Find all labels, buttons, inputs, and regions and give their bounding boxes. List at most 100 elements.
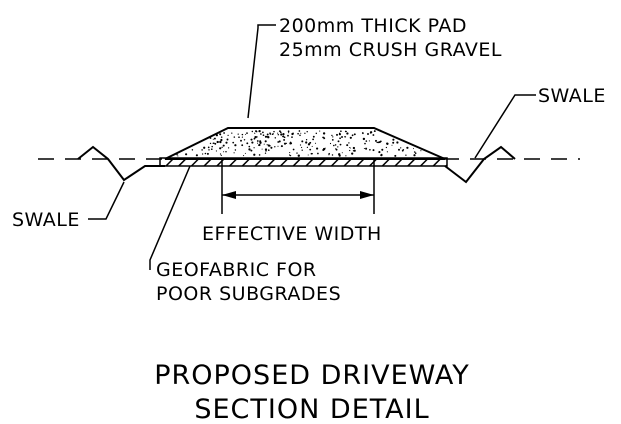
gravel-dot bbox=[314, 142, 317, 144]
gravel-dot bbox=[233, 152, 235, 154]
gravel-dot bbox=[338, 132, 341, 135]
gravel-dot bbox=[219, 133, 222, 136]
gravel-dot bbox=[405, 154, 407, 156]
gravel-dot bbox=[283, 136, 286, 139]
geofabric-layer bbox=[159, 157, 448, 167]
gravel-dot bbox=[291, 136, 293, 138]
gravel-dot bbox=[203, 146, 206, 149]
gravel-dot bbox=[341, 136, 343, 138]
gravel-dot bbox=[287, 130, 290, 133]
gravel-dot bbox=[206, 152, 209, 155]
gravel-dot bbox=[201, 153, 204, 155]
gravel-dot bbox=[267, 136, 270, 139]
gravel-dot bbox=[351, 152, 354, 155]
gravel-dot bbox=[353, 149, 356, 152]
gravel-dot bbox=[279, 131, 282, 134]
gravel-dot bbox=[280, 145, 283, 148]
gravel-dot bbox=[352, 146, 356, 150]
gravel-dot bbox=[346, 144, 349, 147]
gravel-dot bbox=[324, 147, 326, 149]
right-swale-profile bbox=[444, 145, 516, 184]
gravel-dot bbox=[331, 139, 334, 141]
gravel-dot bbox=[209, 137, 212, 139]
gravel-dot bbox=[301, 146, 303, 149]
gravel-dot bbox=[334, 144, 337, 146]
gravel-dot bbox=[306, 146, 309, 149]
gravel-dot bbox=[262, 134, 265, 137]
gravel-dot bbox=[362, 137, 366, 141]
gravel-dot bbox=[220, 154, 222, 156]
gravel-dot bbox=[376, 141, 378, 144]
gravel-dot bbox=[331, 134, 333, 137]
gravel-dot bbox=[273, 130, 275, 133]
gravel-dot bbox=[246, 142, 249, 145]
gravel-dot bbox=[243, 139, 246, 141]
gravel-dot bbox=[362, 132, 364, 135]
gravel-dot bbox=[345, 130, 348, 132]
gravel-dot bbox=[271, 133, 274, 136]
gravel-dot bbox=[392, 138, 395, 141]
gravel-dot bbox=[215, 150, 217, 152]
gravel-dot bbox=[307, 143, 311, 146]
gravel-dot bbox=[353, 133, 356, 136]
gravel-dot bbox=[329, 142, 332, 145]
gravel-dot bbox=[277, 141, 280, 143]
gravel-dot bbox=[339, 137, 341, 140]
gravel-dot bbox=[315, 132, 318, 135]
gravel-dot bbox=[391, 144, 393, 146]
gravel-dot bbox=[177, 155, 179, 157]
gravel-dot bbox=[287, 134, 289, 137]
gravel-dot bbox=[220, 136, 223, 138]
gravel-dot bbox=[264, 148, 268, 151]
gravel-dot bbox=[396, 141, 399, 144]
gravel-dot bbox=[290, 141, 292, 144]
swale-right-label: SWALE bbox=[538, 85, 606, 107]
gravel-dot bbox=[253, 147, 255, 149]
gravel-dot bbox=[277, 132, 279, 134]
gravel-dot bbox=[232, 141, 235, 144]
gravel-dot bbox=[278, 140, 281, 143]
gravel-dot bbox=[414, 152, 417, 154]
gravel-dot bbox=[344, 136, 346, 138]
gravel-dot bbox=[304, 132, 306, 134]
gravel-dot bbox=[349, 149, 351, 152]
gravel-dot bbox=[373, 130, 376, 133]
gravel-dot bbox=[191, 149, 194, 151]
gravel-dot bbox=[368, 140, 370, 142]
gravel-dot bbox=[322, 148, 325, 152]
gravel-dot bbox=[349, 136, 352, 139]
gravel-dot bbox=[337, 146, 339, 148]
gravel-dot bbox=[227, 147, 230, 149]
gravel-dot bbox=[219, 153, 222, 155]
gravel-dot bbox=[267, 149, 270, 151]
gravel-dot bbox=[377, 141, 380, 144]
gravel-dot bbox=[274, 137, 277, 139]
gravel-dot bbox=[241, 144, 244, 147]
gravel-dot bbox=[331, 154, 334, 156]
gravel-dot bbox=[341, 152, 343, 154]
gravel-dot bbox=[223, 151, 225, 153]
gravel-dot bbox=[297, 154, 300, 157]
gravel-dot bbox=[305, 139, 308, 141]
gravel-dot bbox=[380, 153, 383, 157]
gravel-dot bbox=[398, 148, 400, 151]
gravel-dot bbox=[351, 134, 354, 137]
geofabric-label-line2: POOR SUBGRADES bbox=[156, 283, 341, 305]
gravel-dot bbox=[213, 137, 216, 140]
gravel-dot bbox=[221, 146, 223, 148]
gravel-dot bbox=[306, 131, 308, 133]
gravel-dot bbox=[210, 148, 213, 151]
gravel-dot bbox=[243, 155, 245, 157]
gravel-dot bbox=[400, 147, 402, 149]
geofabric-leader bbox=[149, 165, 191, 270]
gravel-dot bbox=[305, 141, 308, 144]
gravel-dot bbox=[220, 138, 223, 142]
gravel-dot bbox=[292, 132, 294, 135]
gravel-dot bbox=[372, 134, 375, 136]
swale-left-leader bbox=[88, 181, 125, 220]
gravel-dot bbox=[195, 154, 198, 157]
gravel-dot bbox=[277, 145, 279, 147]
gravel-dot bbox=[283, 138, 286, 141]
gravel-dot bbox=[336, 133, 338, 136]
gravel-dot bbox=[406, 146, 409, 149]
